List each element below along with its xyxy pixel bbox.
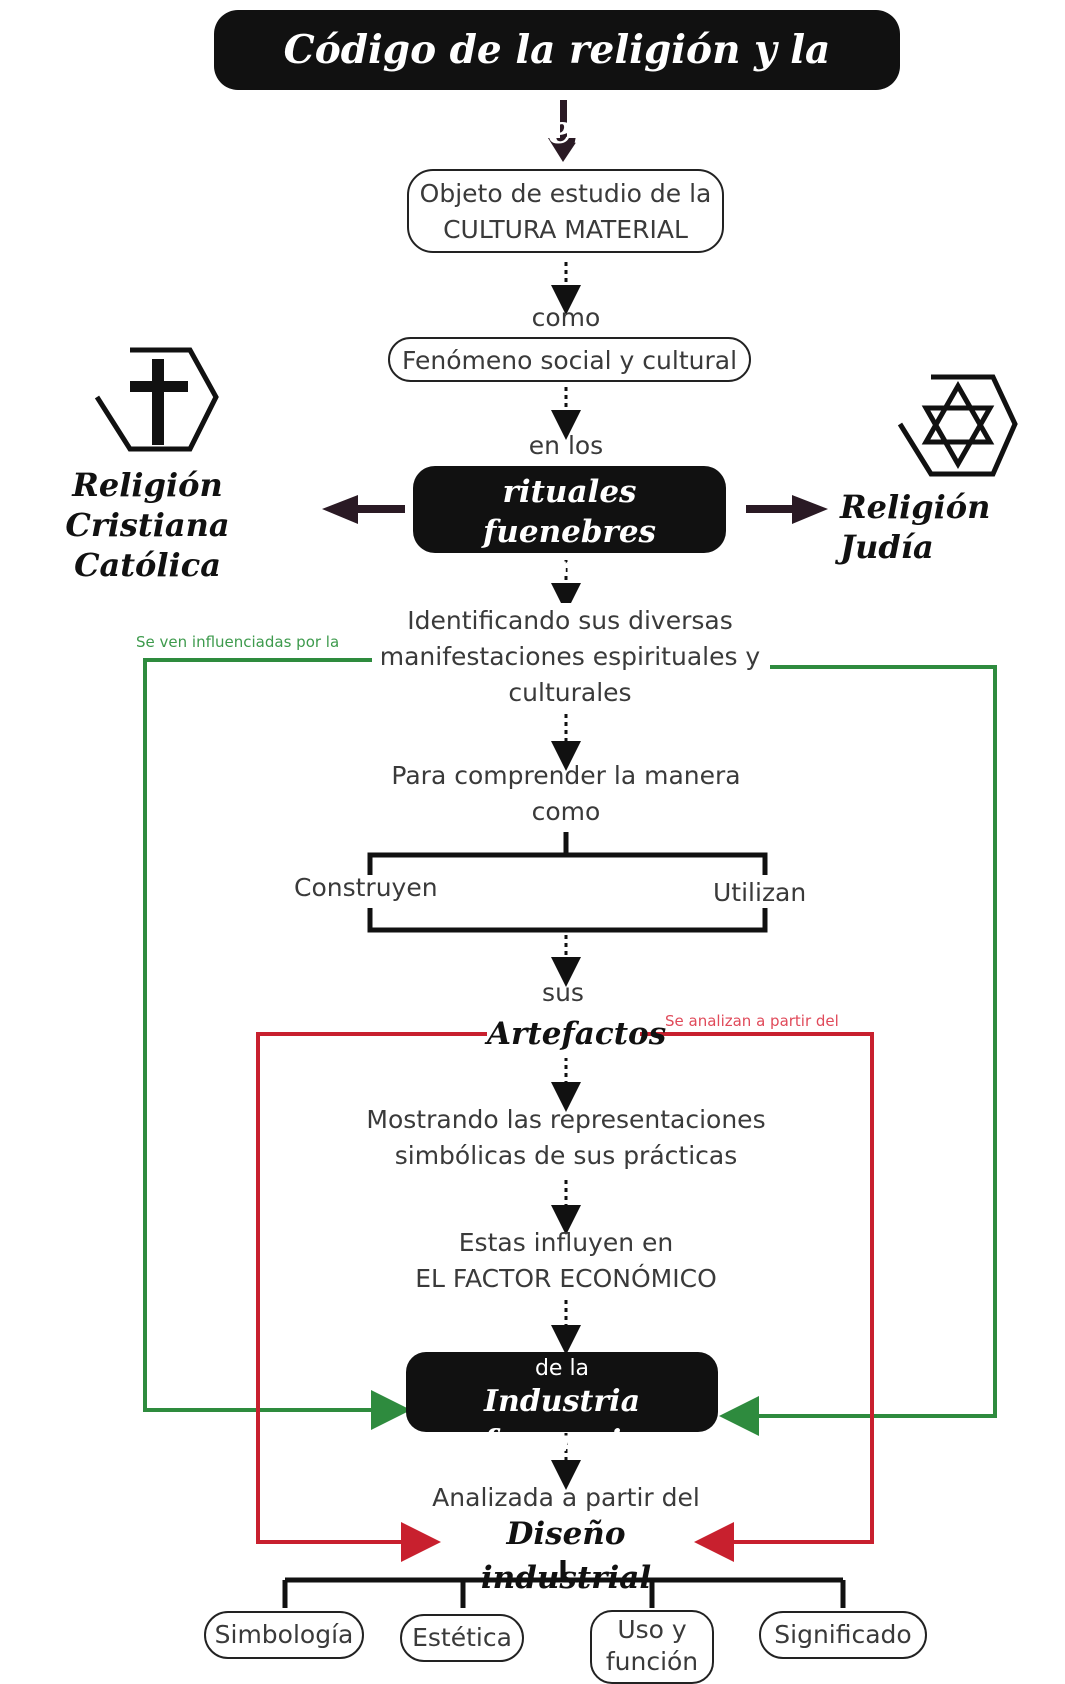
objeto-line1: Objeto de estudio de la	[419, 179, 712, 208]
label-en-los: en los	[528, 431, 604, 460]
bracket-construyen-utilizan	[367, 832, 768, 933]
node-diseno-industrial: Diseño industrial	[480, 1516, 652, 1596]
cristiana-line1: Religión Cristiana	[65, 466, 230, 544]
estas-line2: EL FACTOR ECONÓMICO	[415, 1264, 717, 1293]
label-religion-judia: Religión Judía	[840, 488, 991, 566]
para-line1: Para comprender la manera	[391, 761, 741, 790]
mostrando-line1: Mostrando las representaciones	[366, 1105, 766, 1134]
leaf-significado: Significado	[759, 1611, 927, 1659]
identificando-line3: culturales	[508, 678, 632, 707]
node-objeto-estudio: Objeto de estudio de la CULTURA MATERIAL	[407, 169, 724, 253]
node-mostrando: Mostrando las representaciones simbólica…	[336, 1102, 796, 1174]
uso-line2: función	[605, 1647, 699, 1676]
leaf-estetica: Estética	[400, 1614, 524, 1662]
label-analizada: Analizada a partir del	[432, 1483, 700, 1512]
rituales-title: rituales fuenebres	[482, 474, 657, 550]
star-of-david-hexagon-icon	[895, 372, 1021, 482]
para-line2: como	[531, 797, 601, 826]
leaf-uso-funcion: Uso y función	[590, 1610, 714, 1684]
uso-line1: Uso y	[617, 1615, 687, 1644]
diagram-title: Código de la religión y la muerte	[214, 10, 900, 153]
cristiana-line2: Católica	[74, 546, 221, 584]
cross-hexagon-icon	[92, 345, 222, 455]
objeto-line2: CULTURA MATERIAL	[443, 215, 688, 244]
red-loop	[256, 1032, 874, 1562]
label-utilizan: Utilizan	[713, 878, 807, 907]
industria-title: Industria funeraria	[483, 1384, 641, 1459]
identificando-line2: manifestaciones espirituales y	[379, 642, 761, 671]
node-estas-influyen: Estas influyen en EL FACTOR ECONÓMICO	[366, 1225, 766, 1297]
note-red: Se analizan a partir del	[665, 1012, 839, 1030]
industria-pre: de la	[534, 1356, 590, 1381]
identificando-line1: Identificando sus diversas	[407, 606, 733, 635]
leaf-simbologia: Simbología	[204, 1611, 364, 1659]
arrow-title-objeto	[548, 100, 579, 162]
label-como-1: como	[531, 303, 601, 332]
node-fenomeno: Fenómeno social y cultural	[388, 337, 751, 382]
label-sus: sus	[542, 978, 584, 1007]
node-identificando: Identificando sus diversas manifestacion…	[372, 603, 768, 711]
node-industria-funeraria: de la Industria funeraria	[406, 1352, 718, 1459]
node-para-comprender: Para comprender la manera como	[366, 758, 766, 830]
green-loop	[143, 658, 997, 1436]
arrow-right-judia	[746, 495, 828, 524]
label-religion-cristiana: Religión Cristiana Católica	[0, 465, 295, 585]
node-rituales: rituales fuenebres de las religiones	[413, 466, 726, 580]
mostrando-line2: simbólicas de sus prácticas	[394, 1141, 738, 1170]
note-green: Se ven influenciadas por la	[136, 633, 340, 651]
node-artefactos: Artefactos	[487, 1010, 666, 1058]
leaf-tree	[282, 1560, 846, 1608]
rituales-sub: de las religiones	[485, 554, 674, 580]
label-construyen: Construyen	[294, 873, 438, 902]
arrow-left-cristiana	[322, 495, 405, 524]
estas-line1: Estas influyen en	[458, 1228, 674, 1257]
